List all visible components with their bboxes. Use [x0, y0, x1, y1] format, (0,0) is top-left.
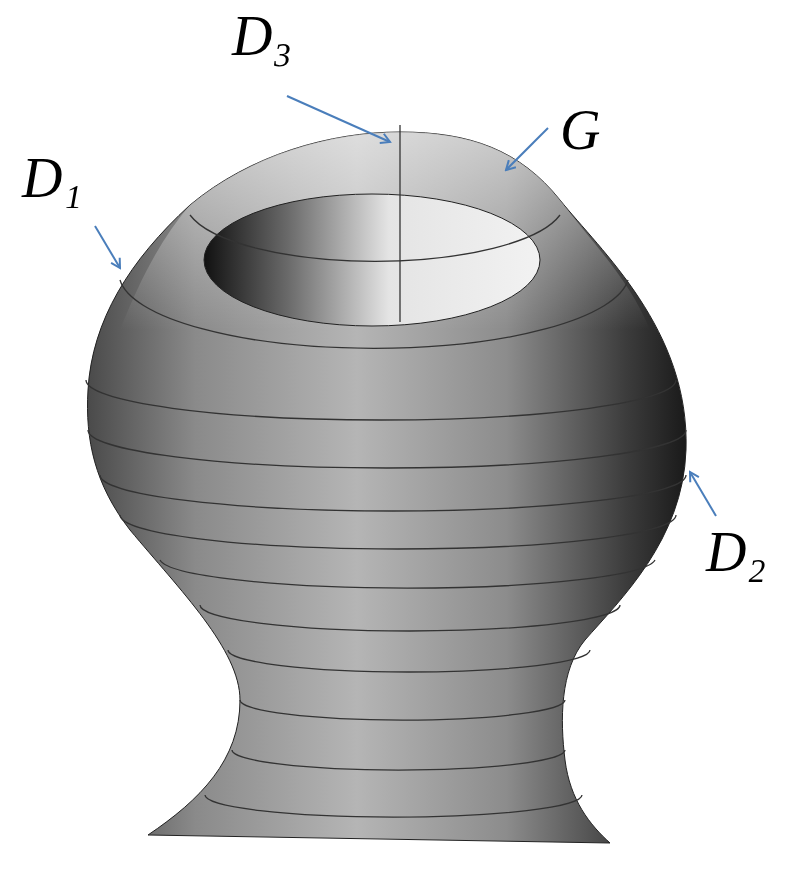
- top-opening: [204, 194, 540, 326]
- part-label: G: [560, 102, 600, 158]
- vase-surface: [87, 132, 686, 843]
- part-label: D₂: [706, 524, 766, 580]
- axis-line: [399, 125, 400, 322]
- pointer-arrows: [95, 96, 716, 516]
- part-label: D₃: [232, 8, 292, 64]
- part-label: D₁: [22, 150, 82, 206]
- upper-highlight: [120, 132, 650, 330]
- latitude-lines: [86, 215, 686, 817]
